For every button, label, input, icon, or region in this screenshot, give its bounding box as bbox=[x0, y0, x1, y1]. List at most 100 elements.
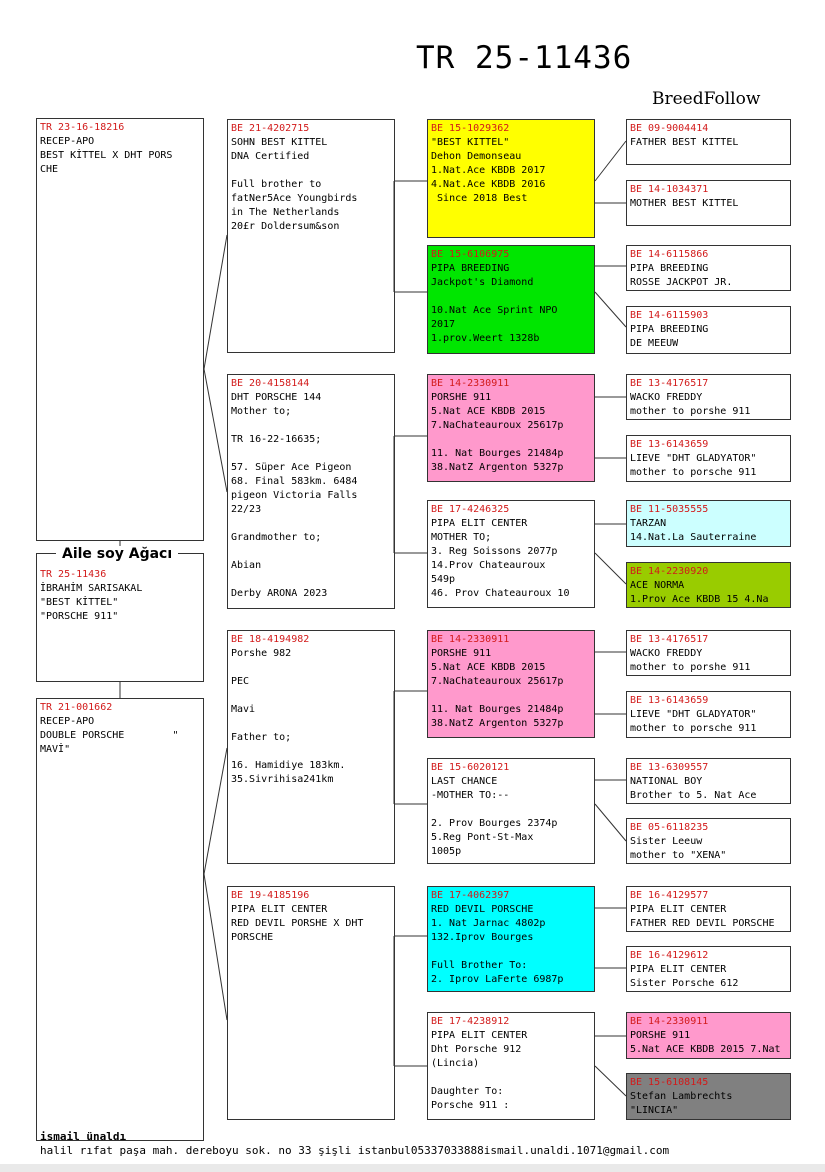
pedigree-info-line: 10.Nat Ace Sprint NPO bbox=[431, 305, 558, 316]
pedigree-info-line: PIPA ELIT CENTER bbox=[630, 904, 727, 915]
ring-number: BE 14-2330911 bbox=[431, 378, 510, 389]
pedigree-info-line: RECEP-APO bbox=[40, 716, 95, 727]
pedigree-info-line: Full Brother To: bbox=[431, 960, 528, 971]
pedigree-info-line: 38.NatZ Argenton 5327p bbox=[431, 462, 564, 473]
ring-number: BE 14-2330911 bbox=[431, 634, 510, 645]
pedigree-info-line: mother to porshe 911 bbox=[630, 662, 751, 673]
ring-number: BE 14-2230920 bbox=[630, 566, 709, 577]
pedigree-info-line: 22/23 bbox=[231, 504, 262, 515]
pedigree-info-line: 2017 bbox=[431, 319, 456, 330]
pedigree-info-line: PORSHE 911 bbox=[630, 1030, 691, 1041]
pedigree-info-line: DOUBLE PORSCHE " bbox=[40, 730, 179, 741]
ring-number: BE 14-6115866 bbox=[630, 249, 709, 260]
pedigree-info-line: 16. Hamidiye 183km. bbox=[231, 760, 346, 771]
pedigree-info-line: 14.Prov Chateauroux bbox=[431, 560, 546, 571]
pedigree-info-line bbox=[231, 573, 391, 587]
pedigree-info-line: Porshe 982 bbox=[231, 648, 292, 659]
ring-number: BE 13-4176517 bbox=[630, 378, 709, 389]
ring-number: BE 13-4176517 bbox=[630, 634, 709, 645]
pedigree-info-line: Father to; bbox=[231, 732, 292, 743]
ring-number: BE 17-4246325 bbox=[431, 504, 510, 515]
pedigree-info-line: Abian bbox=[231, 560, 262, 571]
page-bottom-bar bbox=[0, 1164, 825, 1172]
pedigree-box-h1[interactable]: BE 15-1029362"BEST KITTEL"Dehon Demonsea… bbox=[427, 119, 595, 238]
ring-number: BE 13-6309557 bbox=[630, 762, 709, 773]
pedigree-info-line: 1. Nat Jarnac 4802p bbox=[431, 918, 546, 929]
ring-number: BE 13-6143659 bbox=[630, 439, 709, 450]
pedigree-info-line: FATHER RED DEVIL PORSCHE bbox=[630, 918, 775, 929]
pedigree-info-line: DE MEEUW bbox=[630, 338, 679, 349]
pedigree-info-line: LAST CHANCE bbox=[431, 776, 498, 787]
pedigree-info-line: CHE bbox=[40, 164, 59, 175]
pedigree-info-line: "PORSCHE 911" bbox=[40, 611, 119, 622]
pedigree-info-line: mother to porshe 911 bbox=[630, 406, 751, 417]
pedigree-info-line: Full brother to bbox=[231, 179, 322, 190]
pedigree-info-line bbox=[231, 717, 391, 731]
pedigree-info-line: pigeon Victoria Falls bbox=[231, 490, 358, 501]
pedigree-info-line: fatNer5Ace Youngbirds bbox=[231, 193, 358, 204]
pedigree-info-line: İBRAHİM SARISAKAL bbox=[40, 583, 143, 594]
brand-logo-text: BreedFollow bbox=[652, 89, 761, 109]
pedigree-info-line: BEST KİTTEL X DHT PORS bbox=[40, 150, 173, 161]
pedigree-info-line bbox=[231, 661, 391, 675]
pedigree-info-line: ACE NORMA bbox=[630, 580, 685, 591]
pedigree-info-line: mother to "XENA" bbox=[630, 850, 727, 861]
pedigree-info-line: 3. Reg Soissons 2077p bbox=[431, 546, 558, 557]
pedigree-info-line: 14.Nat.La Sauterraine bbox=[630, 532, 757, 543]
pedigree-info-line bbox=[231, 419, 391, 433]
pedigree-info-line: 46. Prov Chateauroux 10 bbox=[431, 588, 570, 599]
ring-number: BE 09-9004414 bbox=[630, 123, 709, 134]
pedigree-info-line: MOTHER TO; bbox=[431, 532, 492, 543]
pedigree-info-line: 1.Nat.Ace KBDB 2017 bbox=[431, 165, 546, 176]
pedigree-info-line: mother to porsche 911 bbox=[630, 723, 757, 734]
family-tree-label: Aile soy Ağacı bbox=[56, 546, 179, 562]
ring-number: BE 20-4158144 bbox=[231, 378, 310, 389]
pedigree-info-line: 5.Reg Pont-St-Max bbox=[431, 832, 534, 843]
pedigree-info-line bbox=[431, 1071, 591, 1085]
pedigree-info-line: 5.Nat ACE KBDB 2015 bbox=[431, 662, 546, 673]
pedigree-info-line: 1005p bbox=[431, 846, 462, 857]
pedigree-info-line: WACKO FREDDY bbox=[630, 392, 703, 403]
pedigree-info-line: RED DEVIL PORSHE X DHT bbox=[231, 918, 364, 929]
pedigree-info-line bbox=[431, 433, 591, 447]
pedigree-info-line: PIPA BREEDING bbox=[431, 263, 510, 274]
pedigree-info-line: PIPA ELIT CENTER bbox=[431, 1030, 528, 1041]
pedigree-info-line: 2. Iprov LaFerte 6987p bbox=[431, 974, 564, 985]
pedigree-info-line: ROSSE JACKPOT JR. bbox=[630, 277, 733, 288]
pedigree-info-line bbox=[231, 164, 391, 178]
pedigree-info-line: 4.Nat.Ace KBDB 2016 bbox=[431, 179, 546, 190]
ring-number: BE 15-6106975 bbox=[431, 249, 510, 260]
pedigree-info-line: 11. Nat Bourges 21484p bbox=[431, 448, 564, 459]
pedigree-info-line: Porsche 911 : bbox=[431, 1100, 510, 1111]
